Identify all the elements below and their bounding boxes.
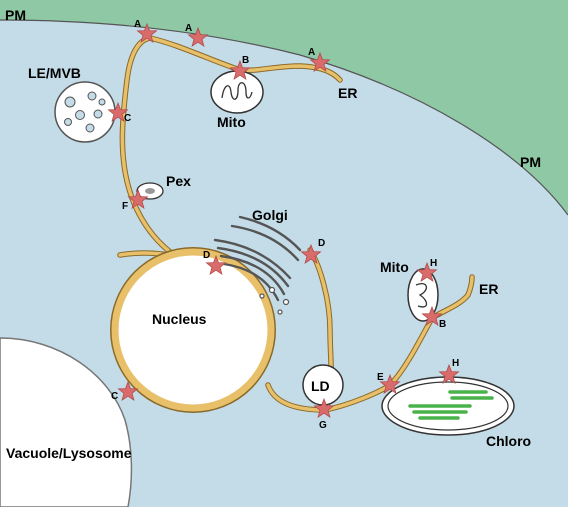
label-le-mvb: LE/MVB: [28, 65, 81, 81]
contact-letter-mvb-er: C: [124, 113, 131, 124]
plasma-membrane-region: [0, 0, 568, 215]
contact-letter-chloro-er: E: [377, 372, 384, 383]
label-pm-right: PM: [520, 154, 541, 170]
label-vacuole: Vacuole/Lysosome: [6, 445, 132, 461]
contact-star-chloro-top: [438, 363, 460, 385]
contact-letter-pm-er-3: A: [308, 47, 315, 58]
contact-star-ld-er: [313, 397, 335, 419]
contact-letter-mito-er-right: B: [439, 319, 446, 330]
contact-letter-golgi-er: D: [318, 238, 325, 249]
contact-letter-pex-er: F: [122, 201, 128, 212]
label-pex: Pex: [166, 173, 191, 189]
contact-letter-pm-er-1: A: [134, 19, 141, 30]
contact-star-mvb-er: [107, 101, 129, 123]
label-er-right: ER: [479, 281, 498, 297]
contact-letter-mito-er-top: B: [242, 55, 249, 66]
contact-letter-nucleus-golgi: D: [203, 250, 210, 261]
contact-star-mito-er-top: [229, 59, 251, 81]
mitochondrion-top: [210, 70, 264, 114]
contact-letter-chloro-top: H: [452, 358, 459, 369]
mitochondrion-right: [407, 268, 439, 322]
label-pm-top: PM: [5, 7, 26, 23]
nucleus: [110, 247, 276, 413]
contact-letter-vacuole-nucleus: C: [111, 391, 118, 402]
contact-star-mito-right: [416, 261, 438, 283]
label-nucleus: Nucleus: [152, 311, 207, 327]
plasma-membrane-line: [0, 19, 568, 216]
contact-star-pm-er-1: [136, 22, 158, 44]
golgi: [213, 215, 302, 315]
contact-star-pm-er-2: [187, 26, 209, 48]
vacuole-lysosome: [0, 337, 133, 508]
label-mito-right: Mito: [380, 259, 409, 275]
contact-star-chloro-er: [379, 373, 401, 395]
le-mvb: [54, 81, 116, 143]
label-er-top: ER: [338, 85, 357, 101]
chloroplast: [381, 376, 515, 436]
label-ld: LD: [311, 378, 330, 394]
contact-star-nucleus-golgi: [205, 254, 227, 276]
contact-star-vacuole-nucleus: [117, 380, 139, 402]
contact-letter-mito-right: H: [430, 258, 437, 269]
label-chloro: Chloro: [486, 433, 531, 449]
contact-letter-pm-er-2: A: [185, 23, 192, 34]
label-mito-top: Mito: [217, 114, 246, 130]
contact-letter-ld-er: G: [319, 420, 327, 431]
contact-star-pm-er-3: [309, 51, 331, 73]
label-golgi: Golgi: [252, 207, 288, 223]
contact-star-golgi-er: [300, 243, 322, 265]
contact-star-mito-er-right: [421, 305, 443, 327]
peroxisome: [136, 182, 164, 200]
contact-sites: A A A B C F D D C H B E H G: [107, 19, 460, 431]
contact-star-pex-er: [127, 188, 149, 210]
